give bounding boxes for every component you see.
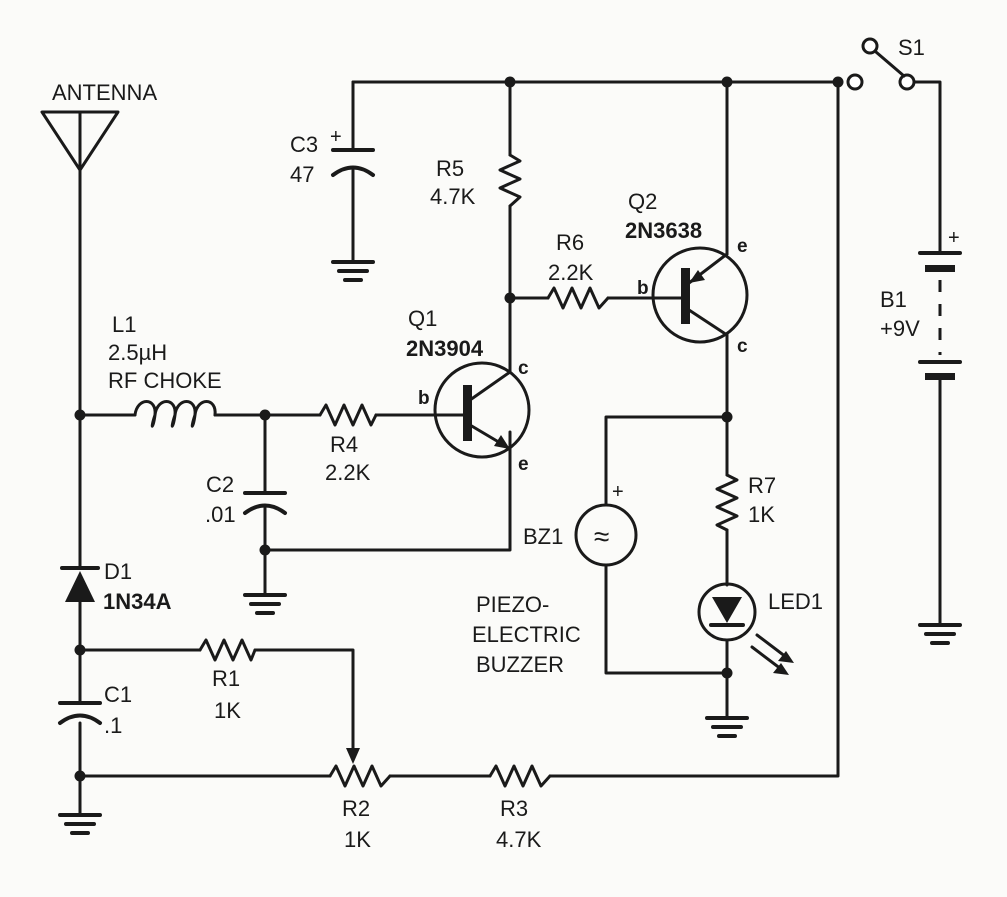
resistor-r5 xyxy=(498,153,522,208)
led1 xyxy=(697,582,794,675)
ground-c1 xyxy=(58,813,102,835)
r7-value: 1K xyxy=(748,502,775,527)
resistor-r4 xyxy=(318,403,378,427)
r6-name: R6 xyxy=(556,230,584,255)
q2-name: Q2 xyxy=(628,189,657,214)
junctions xyxy=(74,76,844,782)
bz1-plus: + xyxy=(612,481,624,503)
junction-dot xyxy=(721,411,733,423)
switch-s1 xyxy=(846,37,916,91)
resistor-r6 xyxy=(546,286,610,310)
r3-name: R3 xyxy=(500,796,528,821)
q1-pin-c: c xyxy=(518,358,529,379)
r4-value: 2.2K xyxy=(325,460,371,485)
buzzer-desc-line2: ELECTRIC xyxy=(472,622,581,647)
r3-value: 4.7K xyxy=(496,827,542,852)
junction-dot xyxy=(721,667,733,679)
l1-name: L1 xyxy=(112,312,136,337)
q1-pin-e: e xyxy=(518,454,529,475)
inductor-l1 xyxy=(133,400,217,428)
diode-d1 xyxy=(60,566,100,602)
c1-name: C1 xyxy=(104,682,132,707)
junction-dot xyxy=(259,544,271,556)
ground-c2 xyxy=(243,593,287,615)
capacitor-c3 xyxy=(331,148,375,177)
junction-dot xyxy=(721,76,733,88)
buzzer-symbol-icon: ≈ xyxy=(594,521,609,552)
b1-name: B1 xyxy=(880,287,907,312)
r1-name: R1 xyxy=(212,666,240,691)
junction-dot xyxy=(74,770,86,782)
buzzer-desc-line1: PIEZO- xyxy=(476,592,549,617)
c2-value: .01 xyxy=(205,502,236,527)
d1-part: 1N34A xyxy=(103,589,172,614)
resistor-r1 xyxy=(198,638,257,662)
r5-name: R5 xyxy=(436,156,464,181)
bz1-name: BZ1 xyxy=(523,524,563,549)
c3-name: C3 xyxy=(290,132,318,157)
c1-value: .1 xyxy=(104,713,122,738)
transistor-q1 xyxy=(433,361,531,459)
capacitor-c2 xyxy=(243,491,287,515)
junction-dot xyxy=(504,292,516,304)
r2-value: 1K xyxy=(344,827,371,852)
junction-dot xyxy=(832,76,844,88)
potentiometer-r2 xyxy=(328,748,392,788)
q2-part: 2N3638 xyxy=(625,218,702,243)
junction-dot xyxy=(74,409,86,421)
ground-led xyxy=(705,716,749,738)
q1-part: 2N3904 xyxy=(406,336,484,361)
c3-value: 47 xyxy=(290,162,314,187)
r7-name: R7 xyxy=(748,473,776,498)
capacitor-c1 xyxy=(58,701,102,725)
q1-emitter-wire xyxy=(263,430,512,552)
battery-b1 xyxy=(918,251,962,380)
battery-loop-wire xyxy=(912,80,942,627)
ground-battery xyxy=(918,623,962,645)
buzzer-bz1 xyxy=(574,503,638,567)
d1-name: D1 xyxy=(104,559,132,584)
junction-dot xyxy=(504,76,516,88)
l1-value: 2.5µH xyxy=(108,340,167,365)
antenna-symbol xyxy=(40,110,120,172)
antenna-label: ANTENNA xyxy=(52,80,157,105)
c2-name: C2 xyxy=(206,472,234,497)
b1-value: +9V xyxy=(880,316,920,341)
transistor-q2 xyxy=(651,246,749,344)
q2-pin-b: b xyxy=(637,278,649,299)
bottom-row-wire xyxy=(78,80,840,778)
l1-type: RF CHOKE xyxy=(108,368,222,393)
junction-dot xyxy=(74,644,86,656)
resistor-r7 xyxy=(715,473,739,532)
r5-value: 4.7K xyxy=(430,184,476,209)
resistor-r3 xyxy=(488,764,552,788)
r2-name: R2 xyxy=(342,796,370,821)
junction-dot xyxy=(259,409,271,421)
q2-pin-c: c xyxy=(737,336,748,357)
q1-name: Q1 xyxy=(408,306,437,331)
r6-value: 2.2K xyxy=(548,260,594,285)
r1-row-wire xyxy=(78,648,355,762)
r1-value: 1K xyxy=(214,698,241,723)
ground-c3 xyxy=(331,260,375,282)
led1-name: LED1 xyxy=(768,589,823,614)
q2-pin-e: e xyxy=(737,236,748,257)
s1-label: S1 xyxy=(898,35,925,60)
b1-plus: + xyxy=(948,227,960,249)
r4-name: R4 xyxy=(330,432,358,457)
buzzer-loop-wire xyxy=(604,415,729,675)
q1-pin-b: b xyxy=(418,388,430,409)
c3-plus: + xyxy=(330,126,342,148)
buzzer-desc-line3: BUZZER xyxy=(476,652,564,677)
